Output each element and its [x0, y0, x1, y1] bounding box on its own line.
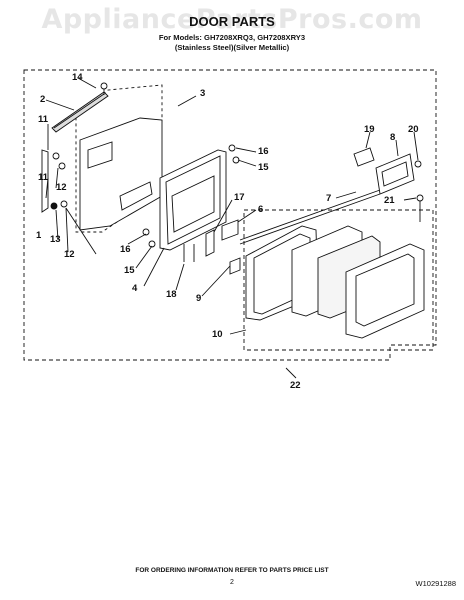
callout-11-top: 11	[38, 114, 49, 125]
outer-dashed-boundary	[23, 69, 437, 361]
screw-part-14	[100, 82, 108, 90]
bolt-part-13	[50, 202, 58, 210]
screw-part-20	[414, 160, 422, 168]
callout-16-left: 16	[120, 244, 131, 255]
inner-liner-part	[159, 149, 227, 251]
window-frame	[345, 243, 425, 339]
page-number: 2	[230, 579, 234, 586]
inner-dashed-boundary	[243, 209, 434, 351]
callout-18: 18	[166, 289, 177, 300]
screw-part-15b	[148, 240, 156, 248]
callout-22: 22	[290, 380, 301, 391]
screw-part-16a	[228, 144, 236, 152]
callout-15-left: 15	[124, 265, 135, 276]
bolt-part-12b	[60, 200, 68, 208]
callout-19: 19	[364, 124, 375, 135]
callout-3: 3	[200, 88, 205, 99]
outer-panel-part	[79, 117, 163, 231]
plate-part-6	[221, 219, 239, 241]
finish-line: (Stainless Steel)(Silver Metallic)	[174, 43, 290, 52]
page-title: DOOR PARTS	[189, 14, 275, 29]
callout-11-bottom: 11	[38, 172, 49, 183]
bolt-part-12a	[58, 162, 66, 170]
callout-20: 20	[408, 124, 419, 135]
callout-9: 9	[196, 293, 201, 304]
callout-21: 21	[384, 195, 395, 206]
callout-15-right: 15	[258, 162, 269, 173]
callout-14: 14	[72, 72, 83, 83]
callout-12-bottom: 12	[64, 249, 75, 260]
callout-8: 8	[390, 132, 395, 143]
ordering-info-note: FOR ORDERING INFORMATION REFER TO PARTS …	[135, 567, 329, 574]
callout-7: 7	[326, 193, 331, 204]
callout-17: 17	[234, 192, 245, 203]
clip-part-9	[229, 257, 241, 275]
handle-part	[51, 91, 109, 133]
bracket-part-17	[205, 229, 215, 257]
callout-1: 1	[36, 230, 42, 241]
callout-12-top: 12	[56, 182, 67, 193]
callout-4: 4	[132, 283, 138, 294]
models-line: For Models: GH7208XRQ3, GH7208XRY3	[158, 33, 306, 42]
callout-2: 2	[40, 94, 45, 105]
callout-16-right: 16	[258, 146, 269, 157]
bracket-part-7	[239, 189, 381, 241]
watermark-text: AppliancePartsPros.com	[41, 4, 423, 35]
callout-13: 13	[50, 234, 61, 245]
label-part-19	[353, 147, 375, 167]
document-number: W10291288	[415, 579, 456, 588]
callout-6: 6	[258, 204, 263, 215]
screw-part-21	[416, 194, 424, 202]
control-part-8	[375, 153, 415, 195]
bolt-part-11a	[52, 152, 60, 160]
callout-10: 10	[212, 329, 223, 340]
screw-part-16b	[142, 228, 150, 236]
